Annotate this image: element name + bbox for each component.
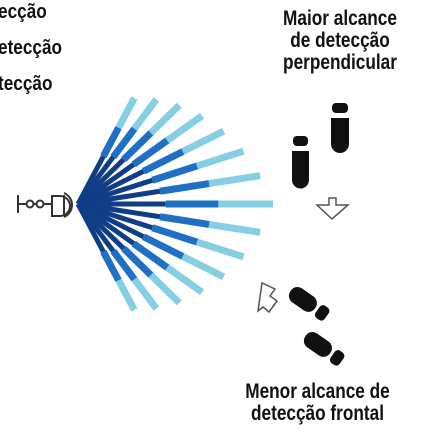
beam-segment (181, 253, 226, 280)
beam-segment (131, 240, 170, 271)
arrow-down-icon (315, 197, 350, 221)
beam-segment (208, 220, 261, 236)
beam-segment (159, 180, 210, 195)
beam-segment (100, 250, 122, 282)
beam-segment (110, 126, 138, 160)
footprints-icon-lower (288, 287, 345, 366)
beam-segment (148, 102, 182, 136)
legend-item-2: etecção (0, 37, 63, 59)
beam-segment (131, 137, 170, 168)
beam-segment (115, 96, 138, 130)
top-caption-line-2: de detecção (290, 29, 390, 52)
sensor-icon (17, 192, 73, 218)
beam-segment (115, 278, 138, 312)
detection-beams (75, 96, 273, 312)
top-caption-line-3: perpendicular (283, 51, 397, 74)
bottom-caption: Menor alcance de detecção frontal (233, 381, 401, 425)
top-caption: Maior alcance de detecção perpendicular (270, 8, 409, 74)
beam-segment (148, 272, 182, 306)
legend-item-3: tecção (0, 73, 53, 95)
beam-segment (159, 213, 210, 228)
beam-segment (131, 277, 160, 311)
beam-segment (151, 162, 199, 184)
beam-segment (195, 147, 245, 170)
beam-segment (110, 248, 138, 282)
beam-segment (195, 238, 245, 261)
footprints-icon (292, 103, 349, 189)
arrow-up-left-icon (256, 281, 279, 314)
beam-segment (165, 112, 205, 144)
beam-segment (121, 245, 154, 278)
beam-segment (151, 224, 199, 246)
beam-segment (100, 126, 122, 158)
legend-item-1: ecção (0, 1, 47, 23)
beam-segment (121, 130, 154, 163)
beam-segment (75, 202, 106, 253)
bottom-caption-line-2: detecção frontal (250, 402, 385, 425)
beam-segment (181, 128, 226, 155)
top-caption-line-1: Maior alcance (283, 7, 397, 30)
beam-segment (208, 172, 261, 188)
beam-segment (165, 264, 205, 296)
beam-segment (141, 233, 185, 260)
bottom-caption-line-1: Menor alcance de (245, 380, 390, 403)
beam-segment (131, 97, 160, 131)
beam-segment (141, 148, 185, 175)
